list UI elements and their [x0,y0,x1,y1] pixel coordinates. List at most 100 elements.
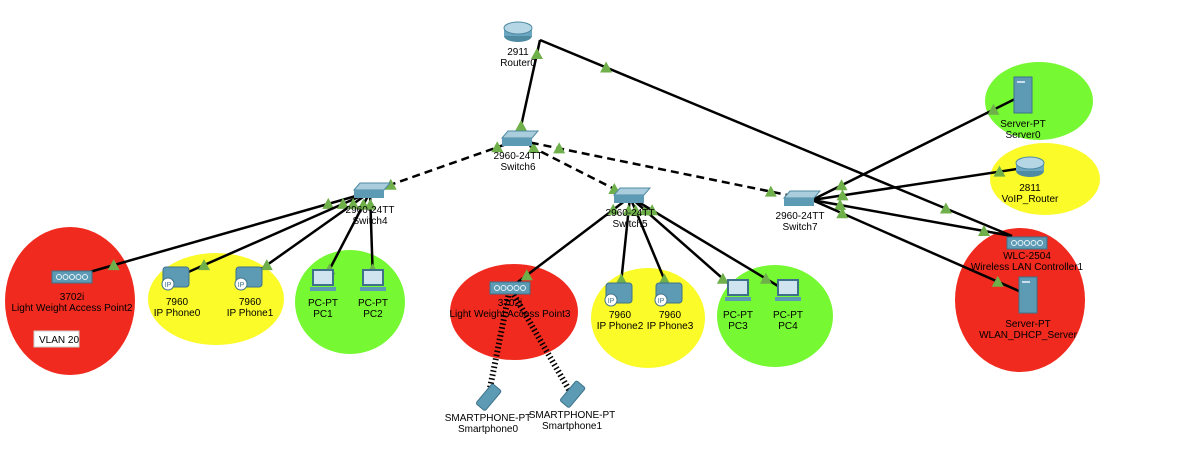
device-model-label: SMARTPHONE-PT [445,413,532,424]
phone-icon: IP [234,266,263,291]
device-model-label: 2960-24TT [776,211,825,222]
device-model-label: 7960 [609,310,632,321]
device-name-label: WLAN_DHCP_Server [979,330,1077,341]
switch-icon [352,182,392,198]
phone-icon: IP [161,266,190,291]
port-status-up-icon [978,224,990,236]
device-name-label: IP Phone0 [154,308,201,319]
port-status-up-icon [527,141,540,153]
device-name-label: Light Weight Access Point2 [12,303,133,314]
device-model-label: PC-PT [723,310,753,321]
link-ap3-smart0[interactable] [485,287,513,399]
vlan-note: VLAN 20 [33,330,80,348]
device-model-label: 2911 [507,47,529,58]
svg-text:IP: IP [608,298,615,305]
port-status-up-icon [515,120,528,131]
switch-icon [612,187,652,203]
link-switch7-server0[interactable] [811,93,1024,202]
server-icon [1013,76,1033,114]
device-model-label: Server-PT [1005,319,1051,330]
device-name-label: Switch5 [612,219,647,230]
port-status-up-icon [491,141,504,153]
port-status-up-icon [107,259,120,271]
port-status-up-icon [939,202,952,214]
device-name-label: PC3 [728,321,748,332]
device-name-label: Smartphone1 [542,421,602,432]
wlc-icon [1006,236,1048,250]
link-switch4-ap2[interactable] [71,190,371,279]
port-status-up-icon [646,204,659,216]
phone-icon: IP [604,282,633,307]
port-status-up-icon [198,259,211,271]
link-switch4-phone0[interactable] [176,190,371,279]
device-name-label: Switch4 [352,216,387,227]
svg-text:IP: IP [238,282,245,289]
port-status-up-icon [834,199,846,211]
port-status-up-icon [530,48,543,59]
port-status-up-icon [716,272,729,284]
port-status-up-icon [987,103,1000,115]
port-status-up-icon [607,203,620,215]
link-switch7-dhcp[interactable] [811,198,1029,297]
device-name-label: Light Weight Access Point3 [450,309,571,320]
device-name-label: PC1 [313,309,333,320]
device-model-label: 2960-24TT [606,208,655,219]
pc-icon [310,269,336,291]
svg-text:VLAN 20: VLAN 20 [39,335,79,346]
pc-icon [725,279,751,301]
port-status-up-icon [759,272,772,284]
device-model-label: PC-PT [773,310,803,321]
device-name-label: PC4 [778,321,798,332]
link-switch7-wlc[interactable] [811,198,1013,238]
device-model-label: 2960-24TT [346,205,395,216]
server-icon [1018,276,1038,314]
link-switch6-switch7[interactable] [517,138,813,202]
device-name-label: Wireless LAN Controller1 [971,262,1084,273]
switch-icon [500,130,540,146]
router-icon [1015,156,1045,177]
port-status-up-icon [600,61,613,73]
phone-icon: IP [654,282,683,307]
port-status-up-icon [615,273,628,285]
device-model-label: 3702i [60,292,84,303]
link-ap3-smart1[interactable] [507,286,575,397]
port-status-up-icon [835,179,848,191]
link-switch7-voip[interactable] [811,165,1031,202]
device-name-label: PC2 [363,309,383,320]
svg-text:IP: IP [658,298,665,305]
ap-icon [489,281,531,295]
device-model-label: PC-PT [358,298,388,309]
device-model-label: WLC-2504 [1003,251,1051,262]
port-status-up-icon [658,273,671,285]
device-name-label: IP Phone3 [647,321,694,332]
device-name-label: IP Phone2 [597,321,644,332]
device-name-label: VoIP_Router [1002,194,1059,205]
port-status-up-icon [993,165,1006,177]
device-model-label: SMARTPHONE-PT [529,410,616,421]
port-status-up-icon [991,275,1004,287]
smartphone-icon [560,380,586,408]
link-router0-wlc[interactable] [539,38,1013,238]
